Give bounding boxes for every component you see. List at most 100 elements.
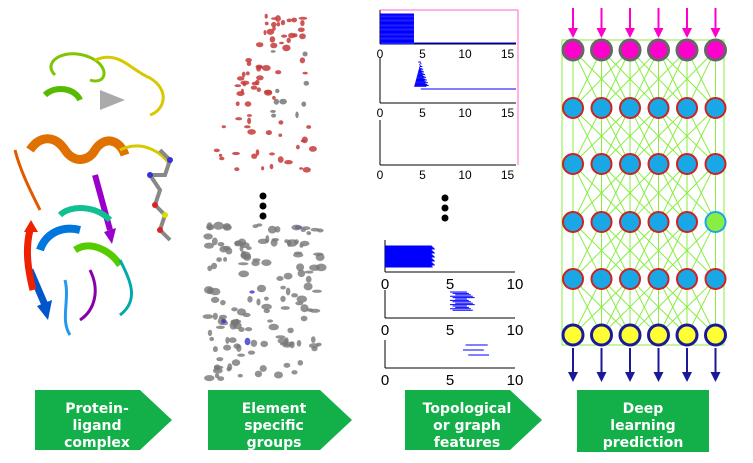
network-node [675, 323, 699, 347]
atom [258, 65, 263, 69]
atom [279, 98, 287, 105]
label-groups-line1: Element [242, 401, 307, 417]
atom [284, 160, 293, 165]
atom [219, 314, 227, 320]
atom [267, 319, 274, 323]
atom [217, 242, 225, 247]
network-edge [601, 278, 659, 336]
barcode-tick-label: 10 [507, 372, 524, 389]
atom [273, 98, 280, 105]
atom [213, 148, 220, 153]
network-edge [601, 107, 659, 165]
network-edge [629, 221, 688, 280]
atom [260, 340, 269, 348]
atom [246, 114, 252, 117]
atom [249, 290, 255, 294]
input-arrowhead [710, 28, 721, 38]
atom [299, 167, 304, 170]
atom [237, 238, 247, 246]
barcode-tick-label: 10 [507, 276, 524, 293]
barcode-tick-label: 0 [381, 322, 389, 339]
atom [214, 373, 220, 379]
network-edge [629, 278, 688, 336]
atom [277, 156, 284, 163]
atom [286, 18, 292, 23]
input-arrowhead [682, 28, 692, 38]
atom [272, 95, 276, 100]
network-node [590, 323, 613, 347]
atom [240, 80, 250, 86]
atom [274, 371, 283, 379]
atom [252, 224, 259, 229]
atom [235, 101, 240, 107]
atom [303, 282, 313, 291]
atom [301, 136, 308, 144]
atom [265, 130, 272, 136]
atom [247, 296, 253, 303]
atom [291, 224, 302, 231]
network-node [675, 38, 699, 62]
atom [215, 325, 225, 329]
network-edge [629, 107, 688, 165]
atom [275, 15, 281, 22]
barcode-tick-label: 15 [501, 168, 515, 182]
network-edge [601, 49, 659, 109]
atom [221, 318, 227, 324]
output-arrowhead [653, 372, 664, 382]
atom [219, 245, 228, 253]
atom [269, 36, 276, 43]
atom [264, 13, 268, 19]
atom [280, 306, 290, 310]
atom [295, 111, 299, 119]
atom [276, 276, 284, 281]
network-edge [658, 278, 716, 336]
atom [240, 250, 247, 258]
atom [256, 87, 261, 92]
atom [305, 275, 312, 283]
atom [244, 337, 251, 346]
gray-atom-group [202, 221, 327, 382]
network-node [590, 268, 613, 290]
network-node [704, 268, 727, 290]
atom [261, 65, 271, 71]
atom [263, 29, 267, 36]
barcode-tick-label: 5 [419, 47, 426, 61]
network-node [618, 323, 642, 347]
atom [308, 343, 319, 349]
atom [244, 125, 251, 129]
atom [269, 163, 274, 170]
atom [283, 272, 293, 280]
network-node [647, 153, 670, 175]
atom [312, 289, 322, 293]
atom [210, 296, 220, 303]
atom [279, 41, 284, 45]
arrow-label-protein: Protein- ligand complex [35, 390, 172, 451]
atom [266, 28, 275, 35]
atom [213, 364, 221, 371]
atom [298, 16, 308, 20]
barcode-tick-label: 5 [419, 106, 426, 120]
barcode-tick-label: 10 [458, 47, 472, 61]
red-atom-group [213, 13, 317, 173]
atom [221, 125, 226, 129]
barcode-tick-label: 0 [377, 106, 384, 120]
atom [302, 51, 308, 57]
atom [242, 312, 251, 318]
vertical-ellipsis-features [441, 194, 449, 222]
atom [280, 19, 286, 26]
network-node [590, 97, 613, 119]
atom [245, 327, 253, 332]
atom [250, 85, 258, 90]
network-edge [629, 49, 688, 109]
atom [299, 33, 306, 40]
atom [259, 365, 267, 372]
atom [300, 315, 308, 322]
network-node [647, 38, 670, 62]
network-node [562, 211, 584, 233]
atom [255, 149, 260, 156]
input-arrowhead [653, 28, 664, 38]
atom [212, 312, 218, 320]
atom [264, 21, 269, 26]
network-edge [658, 163, 716, 223]
